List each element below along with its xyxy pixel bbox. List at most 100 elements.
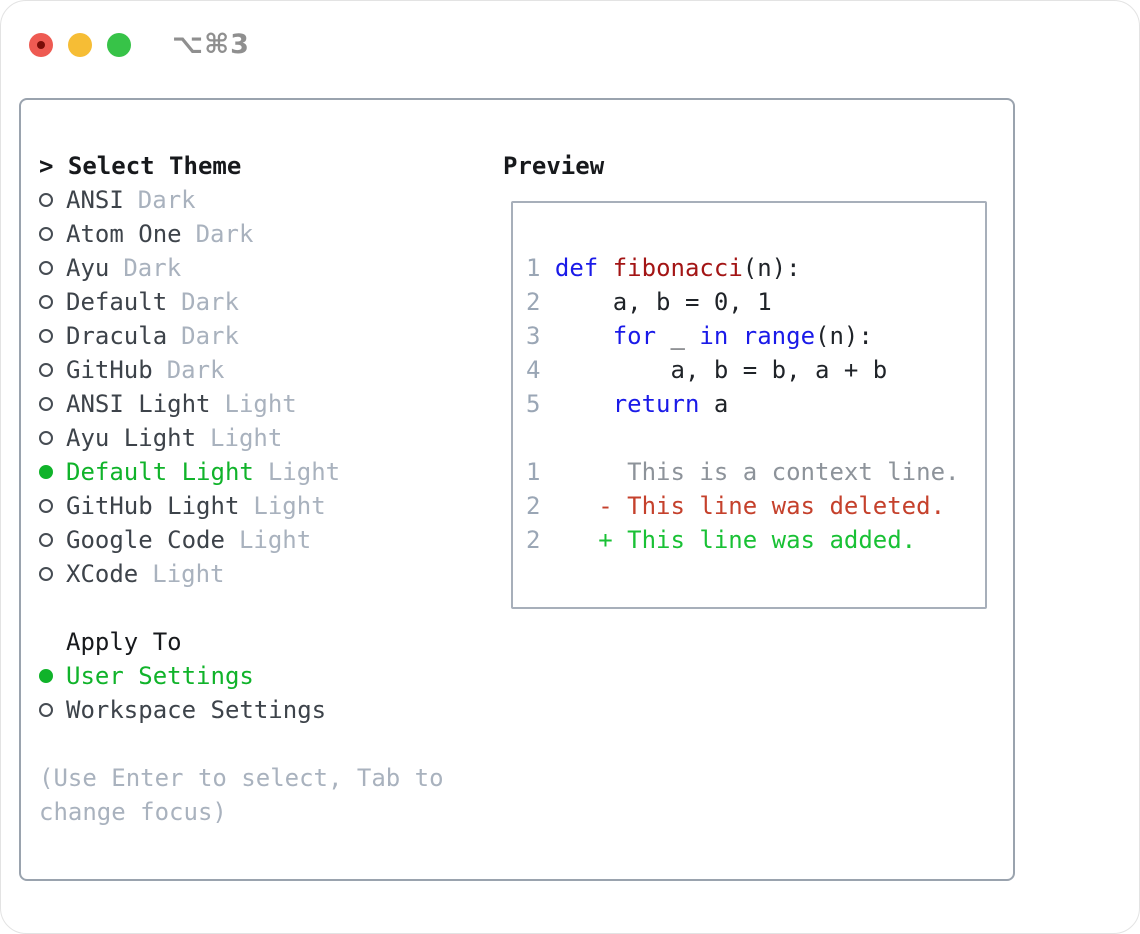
theme-name: Atom One xyxy=(66,220,182,248)
theme-option[interactable]: Dracula Dark xyxy=(39,319,479,353)
line-number: 1 xyxy=(526,458,599,486)
code-token: a xyxy=(699,390,729,418)
theme-name: Google Code xyxy=(66,526,225,554)
apply-to-option[interactable]: Workspace Settings xyxy=(39,693,479,727)
diff-line-deleted: 2 - This line was deleted. xyxy=(526,489,979,523)
theme-variant-tag: Dark xyxy=(195,220,254,248)
theme-variant-tag: Dark xyxy=(137,186,196,214)
preview-title: Preview xyxy=(503,152,605,180)
keyboard-shortcut-label: ⌥⌘3 xyxy=(172,29,250,60)
diff-block: 1 This is a context line.2 - This line w… xyxy=(526,455,979,557)
theme-variant-tag: Light xyxy=(152,560,225,588)
line-number: 2 xyxy=(526,288,555,316)
help-text: (Use Enter to select, Tab to change focu… xyxy=(39,764,444,826)
apply-to-label: Workspace Settings xyxy=(66,696,327,724)
theme-variant-tag: Light xyxy=(210,424,283,452)
code-token: for xyxy=(612,322,657,350)
theme-name: GitHub xyxy=(66,356,153,384)
radio-icon xyxy=(39,533,53,547)
theme-name: Ayu Light xyxy=(66,424,197,452)
theme-option[interactable]: Ayu Light Light xyxy=(39,421,479,455)
code-token: in xyxy=(699,322,729,350)
radio-icon xyxy=(39,431,53,445)
theme-variant-tag: Light xyxy=(253,492,326,520)
line-number: 5 xyxy=(526,390,555,418)
code-token: a, b = b, a + b xyxy=(554,356,888,384)
code-line: 3 for _ in range(n): xyxy=(526,319,979,353)
theme-name: Dracula xyxy=(66,322,168,350)
minimize-icon[interactable] xyxy=(68,32,92,57)
radio-icon xyxy=(39,329,53,343)
apply-to-option[interactable]: User Settings xyxy=(39,659,479,693)
theme-variant-tag: Dark xyxy=(181,288,239,316)
theme-variant-tag: Light xyxy=(238,526,312,554)
theme-option[interactable]: Atom One Dark xyxy=(39,217,479,251)
theme-name: GitHub Light xyxy=(66,492,240,520)
radio-icon xyxy=(39,295,53,309)
theme-variant-tag: Light xyxy=(224,390,297,418)
theme-variant-tag: Dark xyxy=(166,356,225,384)
radio-icon xyxy=(39,363,53,377)
code-token: def xyxy=(554,254,599,282)
code-token xyxy=(555,322,613,350)
spacer xyxy=(526,421,979,455)
spacer xyxy=(39,591,479,625)
theme-name: Default Light xyxy=(66,458,254,486)
code-token xyxy=(555,390,613,418)
prompt-caret: > xyxy=(39,152,54,180)
code-line: 5 return a xyxy=(526,387,979,421)
diff-text: + This line was added. xyxy=(598,526,917,554)
line-number: 2 xyxy=(526,526,599,554)
theme-name: Default xyxy=(66,288,168,316)
radio-icon xyxy=(39,397,53,411)
line-number: 3 xyxy=(526,322,555,350)
theme-name: Ayu xyxy=(66,254,110,282)
theme-name: ANSI Light xyxy=(66,390,211,418)
diff-line-context: 1 This is a context line. xyxy=(526,455,979,489)
prompt-space xyxy=(53,152,67,180)
diff-text: - This line was deleted. xyxy=(598,492,946,520)
line-number: 4 xyxy=(526,356,555,384)
code-line: 4 a, b = b, a + b xyxy=(526,353,979,387)
apply-to-title: Apply To xyxy=(66,628,182,656)
code-token xyxy=(598,254,612,282)
radio-selected-icon xyxy=(39,669,53,683)
theme-option[interactable]: Google Code Light xyxy=(39,523,479,557)
code-token: (n): xyxy=(815,322,873,350)
theme-option[interactable]: ANSI Light Light xyxy=(39,387,479,421)
radio-icon xyxy=(39,227,53,241)
preview-column: Preview 1 def fibonacci(n):2 a, b = 0, 1… xyxy=(503,149,987,609)
radio-icon xyxy=(39,567,53,581)
theme-variant-tag: Dark xyxy=(123,254,182,282)
theme-option[interactable]: Default Dark xyxy=(39,285,479,319)
apply-to-label: User Settings xyxy=(66,662,254,690)
radio-icon xyxy=(39,193,53,207)
picker-title: Select Theme xyxy=(67,152,242,180)
code-token: a, b = 0, 1 xyxy=(554,288,772,316)
radio-icon xyxy=(39,499,53,513)
theme-variant-tag: Dark xyxy=(181,322,239,350)
zoom-icon[interactable] xyxy=(107,32,131,57)
line-number: 1 xyxy=(526,254,555,282)
diff-text: This is a context line. xyxy=(598,458,960,486)
diff-line-added: 2 + This line was added. xyxy=(526,523,979,557)
theme-variant-tag: Light xyxy=(267,458,341,486)
theme-option[interactable]: GitHub Dark xyxy=(39,353,479,387)
line-number: 2 xyxy=(526,492,599,520)
close-icon[interactable] xyxy=(29,32,53,57)
titlebar: ⌥⌘3 xyxy=(29,29,250,60)
picker-header: > Select Theme xyxy=(39,149,479,183)
theme-option[interactable]: Default Light Light xyxy=(39,455,479,489)
theme-option[interactable]: GitHub Light Light xyxy=(39,489,479,523)
code-token: fibonacci xyxy=(612,254,743,282)
code-token: (n): xyxy=(742,254,801,282)
theme-option[interactable]: Ayu Dark xyxy=(39,251,479,285)
